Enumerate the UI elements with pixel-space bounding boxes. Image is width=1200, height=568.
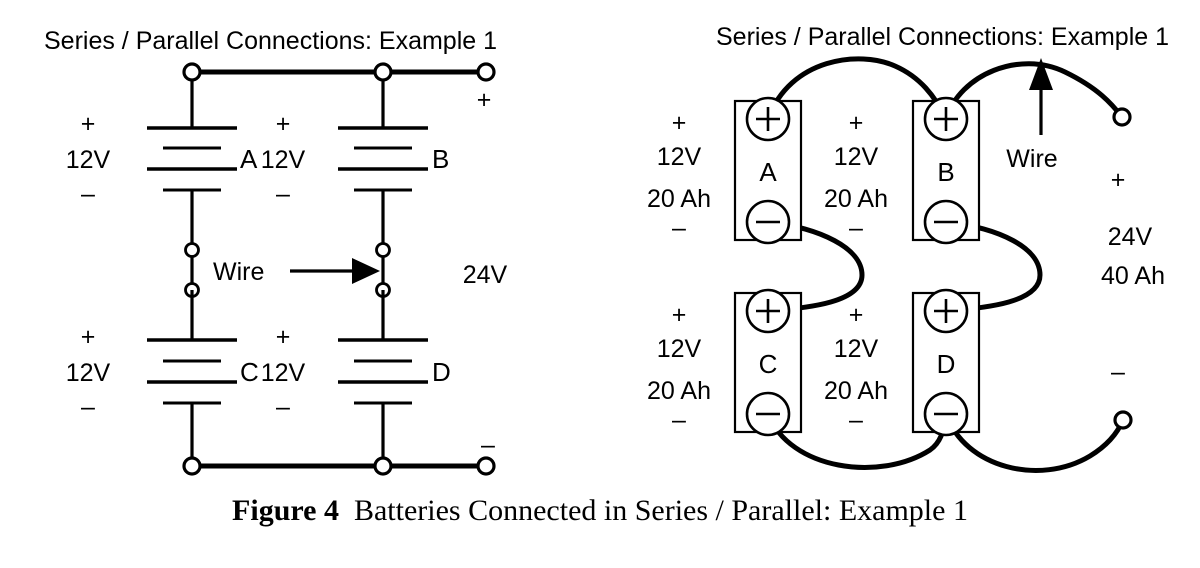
pictorial-d-capacity: 20 Ah: [824, 377, 888, 405]
battery-d-id: D: [432, 357, 451, 387]
pictorial-battery-a: A: [733, 96, 803, 245]
pictorial-output-voltage: 24V: [1108, 223, 1153, 251]
pictorial-battery-d: D: [911, 288, 981, 437]
battery-c-voltage: 12V: [66, 359, 111, 387]
pictorial-label-group-b: + 12V 20 Ah –: [824, 109, 888, 242]
pictorial-battery-c-id: C: [759, 349, 778, 379]
figure-caption-text: Batteries Connected in Series / Parallel…: [353, 494, 968, 527]
pictorial-label-group-a: + 12V 20 Ah –: [647, 109, 711, 242]
pictorial-a-minus-sign: –: [672, 214, 686, 242]
schematic-top-node-mid: [373, 62, 393, 82]
pictorial-title: Series / Parallel Connections: Example 1: [716, 23, 1169, 51]
pictorial-wire-label: Wire: [1006, 145, 1057, 173]
pictorial-battery-a-id: A: [759, 157, 777, 187]
schematic-output-plus-sign: +: [477, 86, 492, 114]
pictorial-wire-a-plus-to-b-plus: [765, 56, 949, 122]
battery-b-id: B: [432, 144, 449, 174]
battery-a-minus-sign: –: [81, 180, 95, 208]
battery-a-id: A: [240, 144, 258, 174]
pictorial-label-group-c: + 12V 20 Ah –: [647, 301, 711, 434]
pictorial-c-voltage: 12V: [657, 335, 702, 363]
schematic-battery-d: D + 12V –: [261, 290, 451, 466]
schematic-output-minus-sign: –: [481, 431, 495, 459]
pictorial-output-capacity: 40 Ah: [1101, 262, 1165, 290]
pictorial-a-plus-sign: +: [672, 109, 687, 137]
schematic-bottom-node-left: [182, 456, 202, 476]
battery-b-voltage: 12V: [261, 146, 306, 174]
battery-a-voltage: 12V: [66, 146, 111, 174]
pictorial-c-plus-sign: +: [672, 301, 687, 329]
pictorial-d-voltage: 12V: [834, 335, 879, 363]
schematic-diagram: Series / Parallel Connections: Example 1…: [44, 27, 508, 476]
figure-caption-label: Figure 4: [232, 494, 339, 527]
battery-b-minus-sign: –: [276, 180, 290, 208]
pictorial-wire-d-minus-to-output-negative: [943, 411, 1126, 473]
schematic-top-node-left: [182, 62, 202, 82]
pictorial-b-minus-sign: –: [849, 214, 863, 242]
pictorial-d-minus-sign: –: [849, 406, 863, 434]
schematic-wire-arrow-head: [352, 258, 380, 284]
schematic-title: Series / Parallel Connections: Example 1: [44, 27, 497, 55]
pictorial-c-minus-sign: –: [672, 406, 686, 434]
pictorial-b-voltage: 12V: [834, 143, 879, 171]
schematic-battery-b: B + 12V –: [261, 72, 449, 250]
schematic-bottom-node-mid: [373, 456, 393, 476]
schematic-output-positive-terminal: [476, 62, 496, 82]
battery-c-id: C: [240, 357, 259, 387]
pictorial-b-capacity: 20 Ah: [824, 185, 888, 213]
battery-c-minus-sign: –: [81, 393, 95, 421]
pictorial-label-group-d: + 12V 20 Ah –: [824, 301, 888, 434]
schematic-wire-label: Wire: [213, 258, 264, 286]
pictorial-output-minus-sign: –: [1111, 358, 1125, 386]
figure-caption: Figure 4 Batteries Connected in Series /…: [0, 494, 1200, 528]
pictorial-diagram: Series / Parallel Connections: Example 1…: [647, 23, 1169, 473]
pictorial-output-negative-terminal: [1113, 410, 1133, 430]
schematic-node-a-minus: [184, 242, 200, 258]
battery-b-plus-sign: +: [276, 110, 291, 138]
battery-d-voltage: 12V: [261, 359, 306, 387]
pictorial-wire-b-minus-to-d-plus: [943, 219, 1043, 314]
pictorial-d-plus-sign: +: [849, 301, 864, 329]
pictorial-battery-b: B: [911, 96, 981, 245]
battery-c-plus-sign: +: [81, 323, 96, 351]
pictorial-wire-a-minus-to-c-plus: [765, 219, 865, 314]
pictorial-output-positive-terminal: [1112, 107, 1132, 127]
schematic-output-voltage: 24V: [463, 261, 508, 289]
pictorial-wire-arrow-head: [1029, 58, 1053, 90]
schematic-battery-c: C + 12V –: [66, 290, 259, 466]
battery-d-minus-sign: –: [276, 393, 290, 421]
pictorial-output-plus-sign: +: [1111, 166, 1126, 194]
battery-d-plus-sign: +: [276, 323, 291, 351]
pictorial-battery-d-id: D: [937, 349, 956, 379]
pictorial-a-capacity: 20 Ah: [647, 185, 711, 213]
pictorial-battery-b-id: B: [937, 157, 954, 187]
pictorial-c-capacity: 20 Ah: [647, 377, 711, 405]
schematic-node-b-minus: [375, 242, 391, 258]
pictorial-b-plus-sign: +: [849, 109, 864, 137]
pictorial-wire-b-plus-to-output-positive: [943, 61, 1125, 122]
pictorial-a-voltage: 12V: [657, 143, 702, 171]
pictorial-battery-c: C: [733, 288, 803, 437]
battery-a-plus-sign: +: [81, 110, 96, 138]
schematic-output-negative-terminal: [476, 456, 496, 476]
